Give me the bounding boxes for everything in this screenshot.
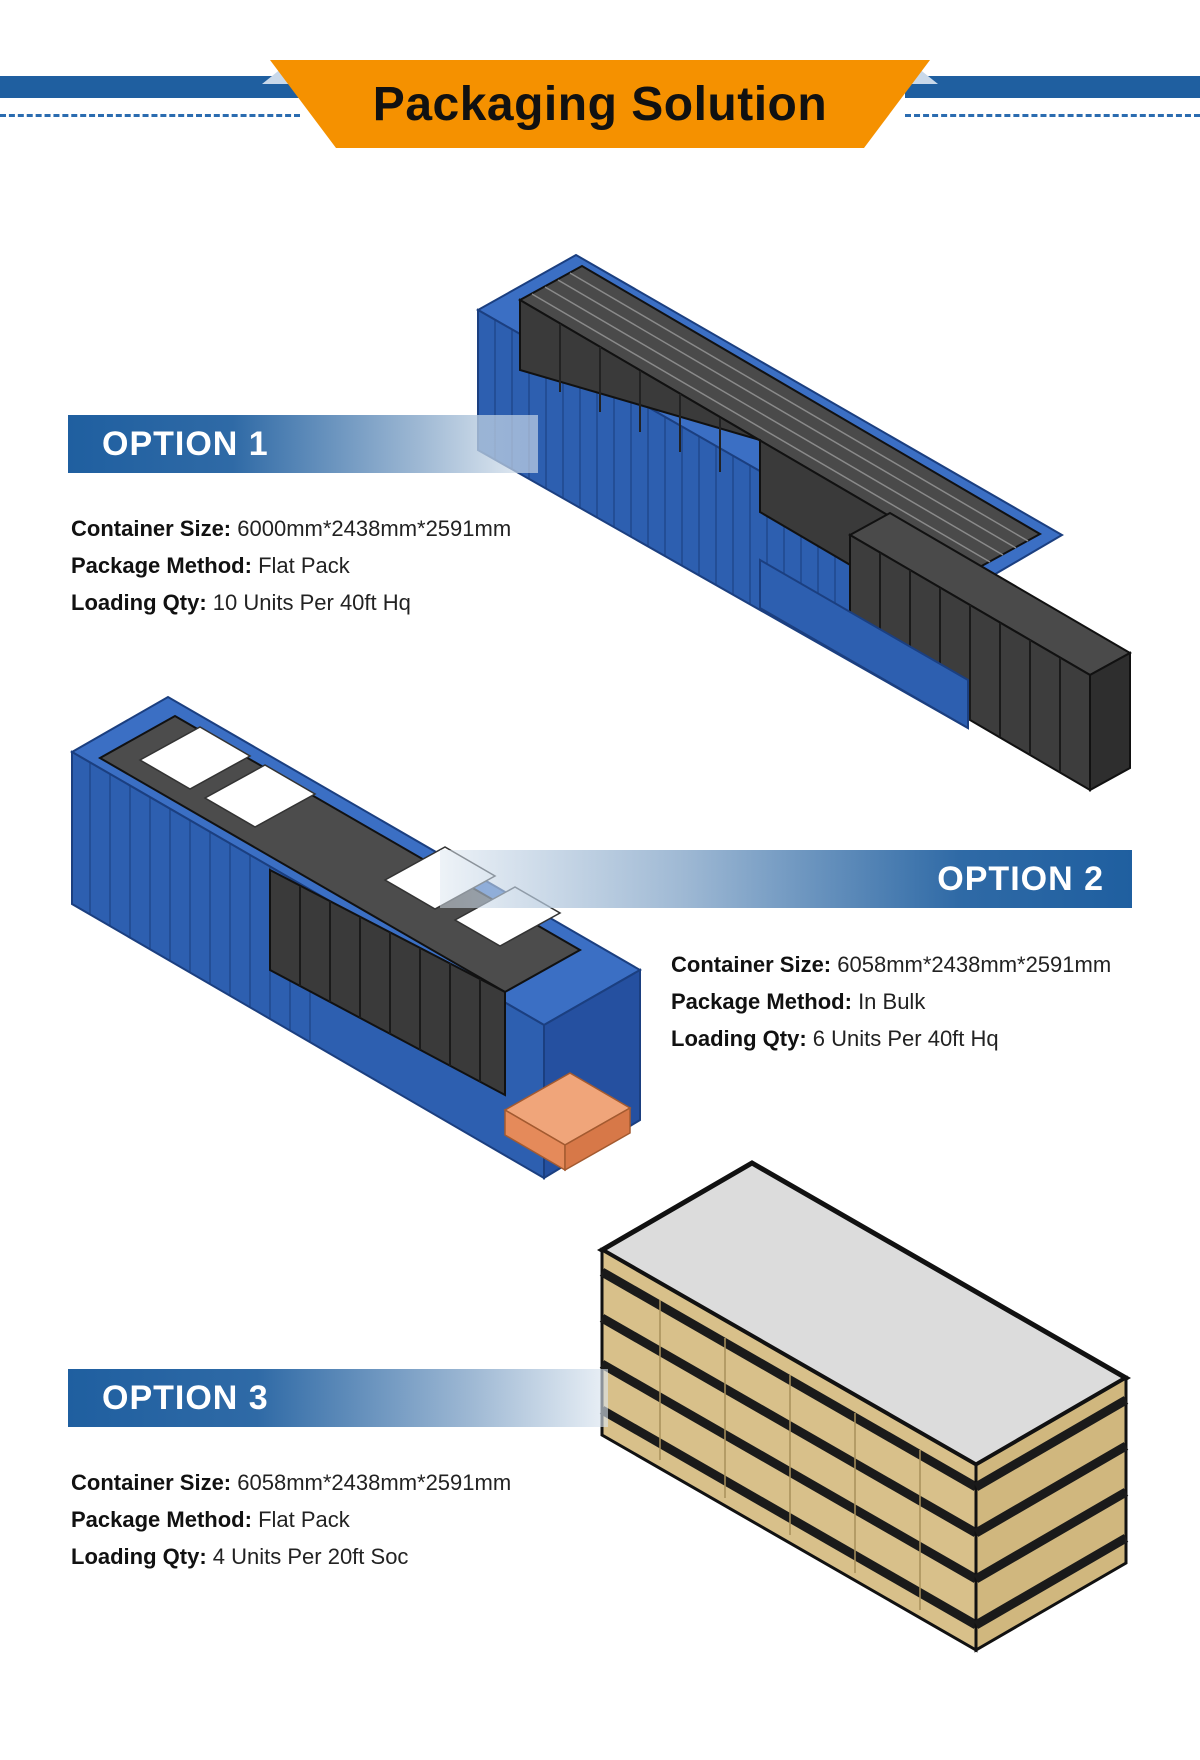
option-2-package-method: Package Method: In Bulk [671,989,926,1014]
option-1-banner: OPTION 1 [68,415,538,473]
page-title: Packaging Solution [372,77,828,131]
header-title-plate: Packaging Solution [270,60,930,148]
option-1-container-size: Container Size: 6000mm*2438mm*2591mm [71,516,512,541]
option-1-specs: Container Size: 6000mm*2438mm*2591mm Pac… [71,510,511,621]
option-1-title: OPTION 1 [102,424,269,463]
option-1-loading-qty: Loading Qty: 10 Units Per 40ft Hq [71,590,411,615]
header-dashed-line-left [0,114,300,117]
option-3-specs: Container Size: 6058mm*2438mm*2591mm Pac… [71,1464,511,1575]
option-2-title: OPTION 2 [937,859,1104,898]
option-3-banner: OPTION 3 [68,1369,608,1427]
header-bar-right [905,76,1200,98]
header-dashed-line-right [905,114,1200,117]
header-bar-left [0,76,320,98]
option-2-loading-qty: Loading Qty: 6 Units Per 40ft Hq [671,1026,999,1051]
option-3-loading-qty: Loading Qty: 4 Units Per 20ft Soc [71,1544,409,1569]
option-3-title: OPTION 3 [102,1378,269,1417]
option-3-package-method: Package Method: Flat Pack [71,1507,350,1532]
option-2-container-size: Container Size: 6058mm*2438mm*2591mm [671,952,1112,977]
option-1-package-method: Package Method: Flat Pack [71,553,350,578]
option-2-specs: Container Size: 6058mm*2438mm*2591mm Pac… [671,946,1111,1057]
option-3-container-size: Container Size: 6058mm*2438mm*2591mm [71,1470,512,1495]
option-2-banner: OPTION 2 [440,850,1132,908]
